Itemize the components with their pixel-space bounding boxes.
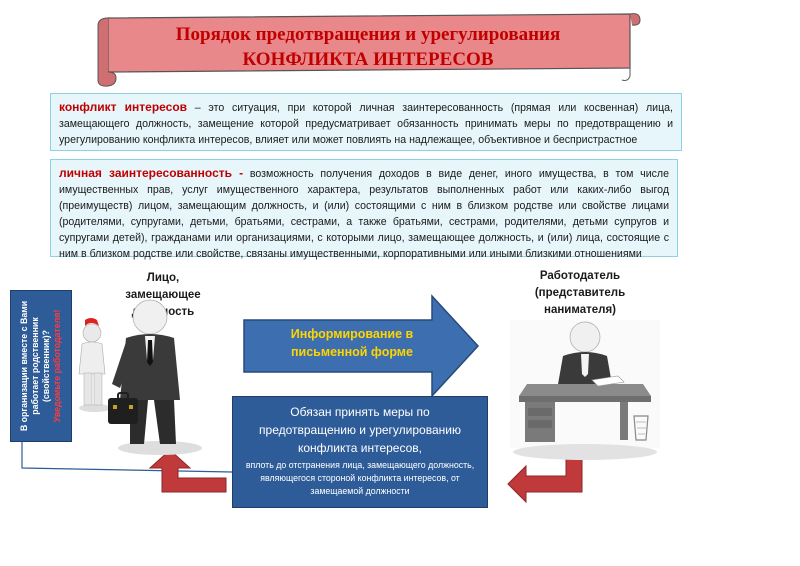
inform-arrow-icon: [243, 294, 480, 398]
title-line-1: Порядок предотвращения и урегулирования: [175, 24, 561, 45]
relative-notice-box: В организации вместе с Вами работает род…: [10, 290, 72, 442]
title-line-2: КОНФЛИКТА ИНТЕРЕСОВ: [242, 49, 494, 70]
obligation-sub-text: вплоть до отстранения лица, замещающего …: [245, 460, 475, 496]
page-title: Порядок предотвращения и урегулирования …: [108, 22, 628, 72]
inform-arrow-label: Информирование в письменной форме: [290, 327, 414, 359]
obligation-main-text: Обязан принять меры по предотвращению и …: [259, 405, 461, 455]
definition-conflict-text: – это ситуация, при которой личная заинт…: [59, 102, 673, 146]
return-arrow-left-icon: [148, 449, 227, 493]
definition-interest-text: возможность получения доходов в виде ден…: [59, 168, 669, 260]
title-banner: [97, 13, 641, 87]
definition-interest-box: личная заинтересованность - возможность …: [50, 159, 678, 260]
definition-conflict-term: конфликт интересов: [59, 100, 188, 114]
colleague-figure-icon: [78, 318, 111, 412]
employer-at-desk-icon: [510, 320, 660, 460]
obligation-box: Обязан принять меры по предотвращению и …: [232, 396, 488, 508]
official-figure-icon: [108, 299, 202, 455]
definition-interest-term: личная заинтересованность -: [59, 166, 244, 180]
definition-conflict-box: конфликт интересов – это ситуация, при к…: [50, 93, 682, 151]
employer-label: Работодатель (представитель нанимателя): [534, 270, 626, 316]
